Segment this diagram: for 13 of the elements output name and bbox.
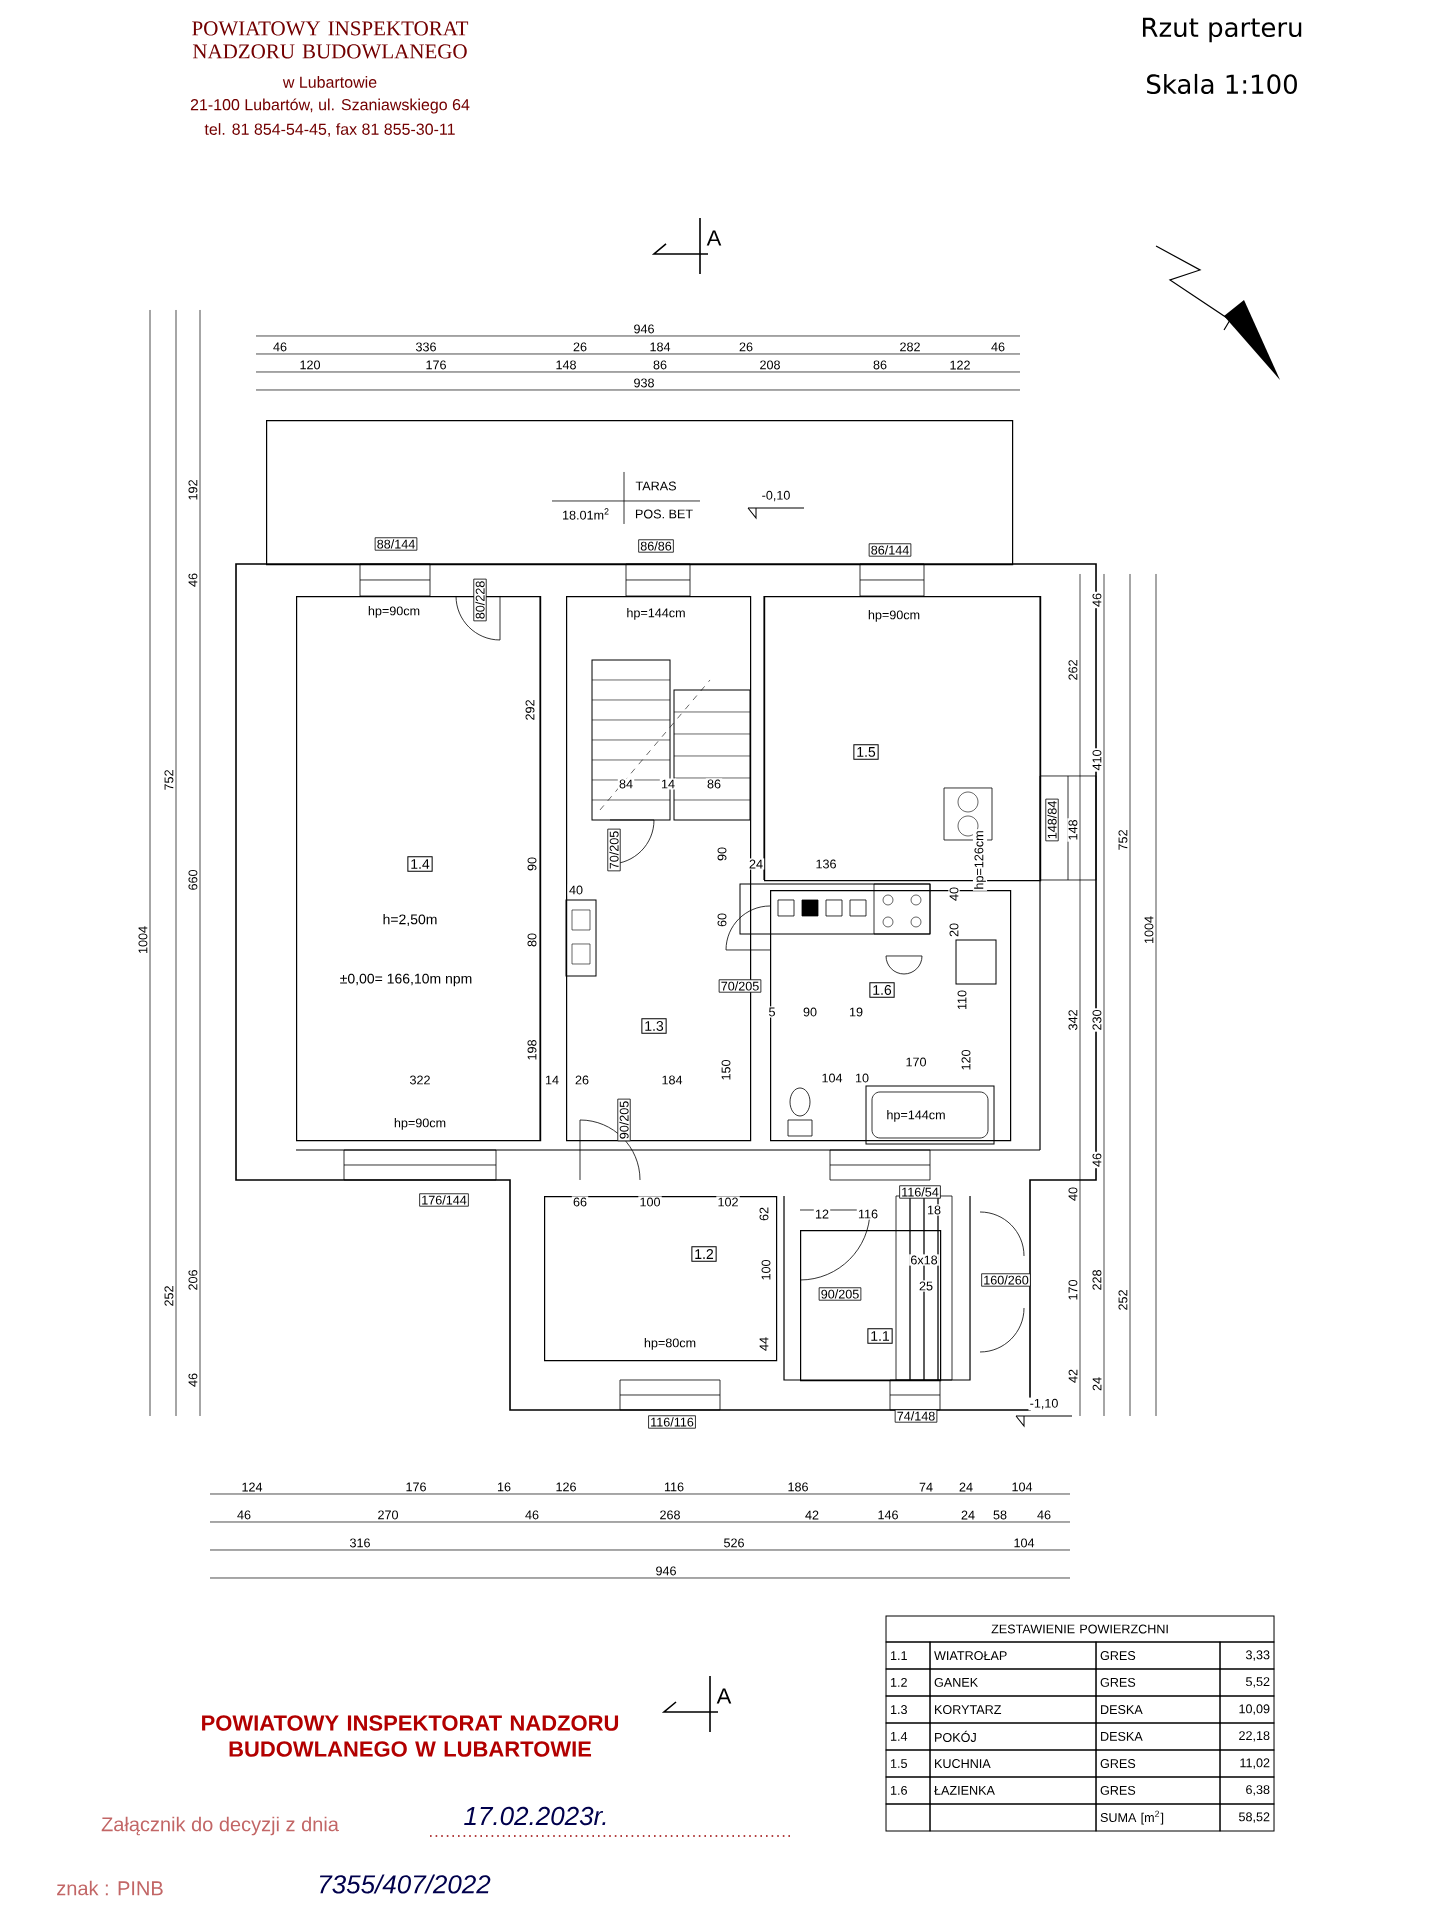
- letterhead-line: tel. 81 854-54-45, fax 81 855-30-11: [204, 123, 455, 137]
- letterhead: POWIATOWY INSPEKTORAT NADZORU BUDOWLANEGO: [192, 21, 469, 59]
- stamp-text: znak : PINB: [57, 1880, 163, 1896]
- handwritten-entry: 17.02.2023r.: [464, 1806, 606, 1826]
- letterhead-line: 21-100 Lubartów, ul. Szaniawskiego 64: [190, 98, 470, 114]
- section-mark: A: [661, 1675, 732, 1733]
- stamp-text: POWIATOWY INSPEKTORAT NADZORU BUDOWLANEGO W LUBARTOWIE: [202, 1715, 619, 1757]
- scale-label: Skala 1:100: [1147, 73, 1297, 95]
- section-mark: A: [651, 217, 722, 275]
- letterhead-line: w Lubartowie: [282, 76, 377, 88]
- handwritten-entry: 7355/407/2022: [319, 1874, 491, 1894]
- title: Rzut parteru: [1143, 17, 1302, 43]
- stamp-text: Załącznik do decyzji z dnia: [101, 1816, 339, 1836]
